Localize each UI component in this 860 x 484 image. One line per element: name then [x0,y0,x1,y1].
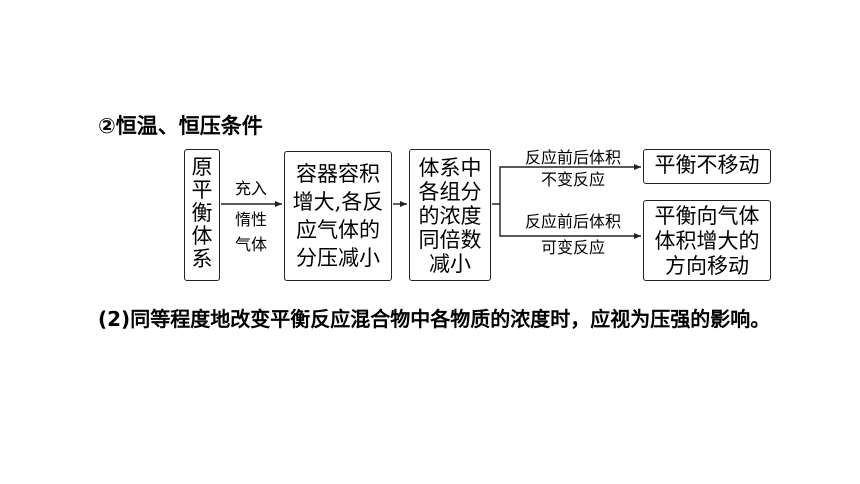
branch-upper-label: 不变反应 [540,170,605,189]
original-system-box: 原 平 衡 体 系 [184,149,220,281]
box-text-line: 各组分 [418,180,482,204]
box-text-line: 容器容积 [296,162,380,186]
box-text-line: 分压减小 [296,246,380,270]
volume-increase-box: 容器容积 增大,各反 应气体的 分压减小 [284,151,392,281]
box-text-line: 同倍数 [418,228,482,252]
body-paragraph: (2)同等程度地改变平衡反应混合物中各物质的浓度时，应视为压强的影响。 [98,307,771,331]
fill-label: 充入 [234,179,267,198]
branch-lower-label: 反应前后体积 [524,212,621,231]
box-text-line: 应气体的 [296,218,380,242]
box-text-line: 的浓度 [418,204,482,228]
arrow-upper-branch [492,164,641,205]
no-shift-box: 平衡不移动 [643,149,771,184]
box-text-line: 减小 [429,252,471,276]
box-text-line: 平 [191,178,213,202]
arrow-lower-branch [499,204,641,239]
shift-box: 平衡向气体 体积增大的 方向移动 [643,200,771,281]
inert-gas-label: 气体 [234,235,267,254]
concentration-decrease-box: 体系中 各组分 的浓度 同倍数 减小 [409,149,491,281]
box-text-line: 衡 [191,201,213,225]
box-text-line: 方向移动 [665,254,749,278]
section-heading: ②恒温、恒压条件 [98,114,263,138]
box-text-line: 系 [191,247,213,271]
box-text-line: 体系中 [418,156,482,180]
box-text-line: 增大,各反 [292,190,384,214]
inert-gas-label: 惰性 [234,210,267,229]
box-text-line: 原 [191,155,213,179]
box-text-line: 体积增大的 [654,229,760,253]
branch-upper-label: 反应前后体积 [524,148,621,167]
box-text-line: 平衡向气体 [654,204,760,228]
branch-lower-label: 可变反应 [540,238,605,257]
box-text-line: 体 [191,224,213,248]
